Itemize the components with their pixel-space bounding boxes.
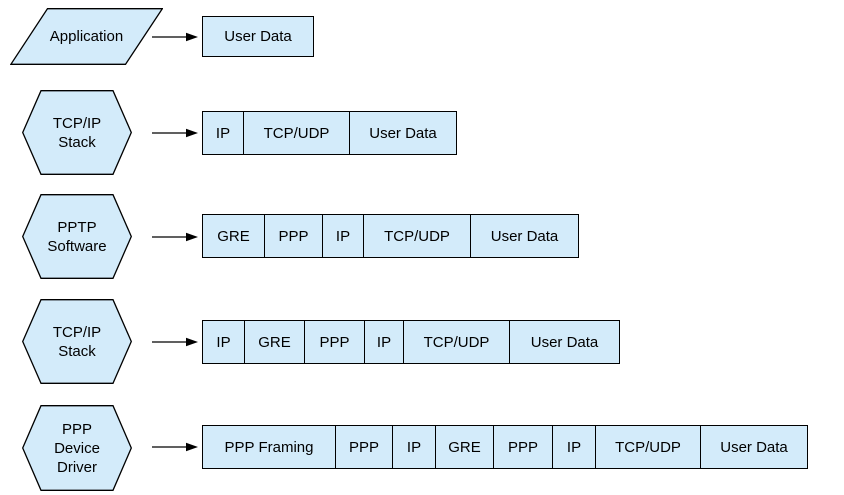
packet-cell: PPP Framing xyxy=(224,438,314,456)
packet-row-pptp: GRE PPP IP TCP/UDP User Data xyxy=(202,214,579,258)
packet-cell: IP xyxy=(215,124,231,142)
stage-label-line: Driver xyxy=(57,458,97,476)
stage-label-line: Stack xyxy=(58,342,96,360)
arrow-right-icon xyxy=(152,128,198,138)
packet-cell: User Data xyxy=(224,28,292,45)
stage-label-line: Device xyxy=(54,439,100,457)
stage-label-line: PPTP xyxy=(57,218,97,236)
stage-label-tcpip-stack-2: TCP/IP Stack xyxy=(22,299,132,384)
packet-cell: PPP xyxy=(264,215,322,257)
packet-cell: GRE xyxy=(217,227,250,245)
hexagon-shape xyxy=(22,194,132,279)
arrow-right-icon xyxy=(152,32,198,42)
packet-cell: IP xyxy=(322,215,363,257)
packet-cell: PPP xyxy=(493,426,552,468)
stage-shape-application: Application xyxy=(10,8,163,65)
stage-label-tcpip-stack: TCP/IP Stack xyxy=(22,90,132,175)
packet-cell: GRE xyxy=(244,321,304,363)
arrow-right-icon xyxy=(152,337,198,347)
stage-shape-ppp-device-driver: PPP Device Driver xyxy=(22,405,132,491)
hexagon-shape xyxy=(22,405,132,491)
stage-shape-pptp-software: PPTP Software xyxy=(22,194,132,279)
arrow-right-icon xyxy=(152,232,198,242)
stage-label-line: PPP xyxy=(61,420,92,438)
stage-label-ppp-device-driver: PPP Device Driver xyxy=(22,405,132,491)
packet-row-application: User Data xyxy=(202,16,314,57)
hexagon-shape xyxy=(22,90,132,175)
packet-cell: User Data xyxy=(509,321,619,363)
packet-cell: TCP/UDP xyxy=(243,112,349,154)
stage-label-line: TCP/IP xyxy=(52,323,102,341)
packet-cell: User Data xyxy=(470,215,578,257)
hexagon-shape xyxy=(22,299,132,384)
parallelogram-shape xyxy=(10,8,163,65)
stage-label-line: TCP/IP xyxy=(52,114,102,132)
packet-cell: TCP/UDP xyxy=(403,321,509,363)
stage-shape-tcpip-stack-2: TCP/IP Stack xyxy=(22,299,132,384)
stage-label-application: Application xyxy=(10,8,163,65)
packet-row-ppp-device-driver: PPP Framing PPP IP GRE PPP IP TCP/UDP Us… xyxy=(202,425,808,469)
packet-cell: IP xyxy=(392,426,435,468)
arrow-right-icon xyxy=(152,442,198,452)
packet-cell: TCP/UDP xyxy=(595,426,700,468)
stage-label-pptp-software: PPTP Software xyxy=(22,194,132,279)
stage-label-line: Application xyxy=(49,28,124,45)
packet-cell: GRE xyxy=(435,426,493,468)
packet-cell: User Data xyxy=(349,112,456,154)
packet-cell: PPP xyxy=(335,426,392,468)
stage-label-line: Stack xyxy=(58,133,96,151)
packet-cell: User Data xyxy=(700,426,807,468)
packet-row-tcpip-1: IP TCP/UDP User Data xyxy=(202,111,457,155)
packet-cell: PPP xyxy=(304,321,364,363)
packet-cell: IP xyxy=(552,426,595,468)
stage-shape-tcpip-stack-1: TCP/IP Stack xyxy=(22,90,132,175)
packet-cell: IP xyxy=(364,321,403,363)
packet-cell: IP xyxy=(216,333,231,351)
packet-row-tcpip-2: IP GRE PPP IP TCP/UDP User Data xyxy=(202,320,620,364)
stage-label-line: Software xyxy=(47,237,107,255)
packet-cell: TCP/UDP xyxy=(363,215,470,257)
